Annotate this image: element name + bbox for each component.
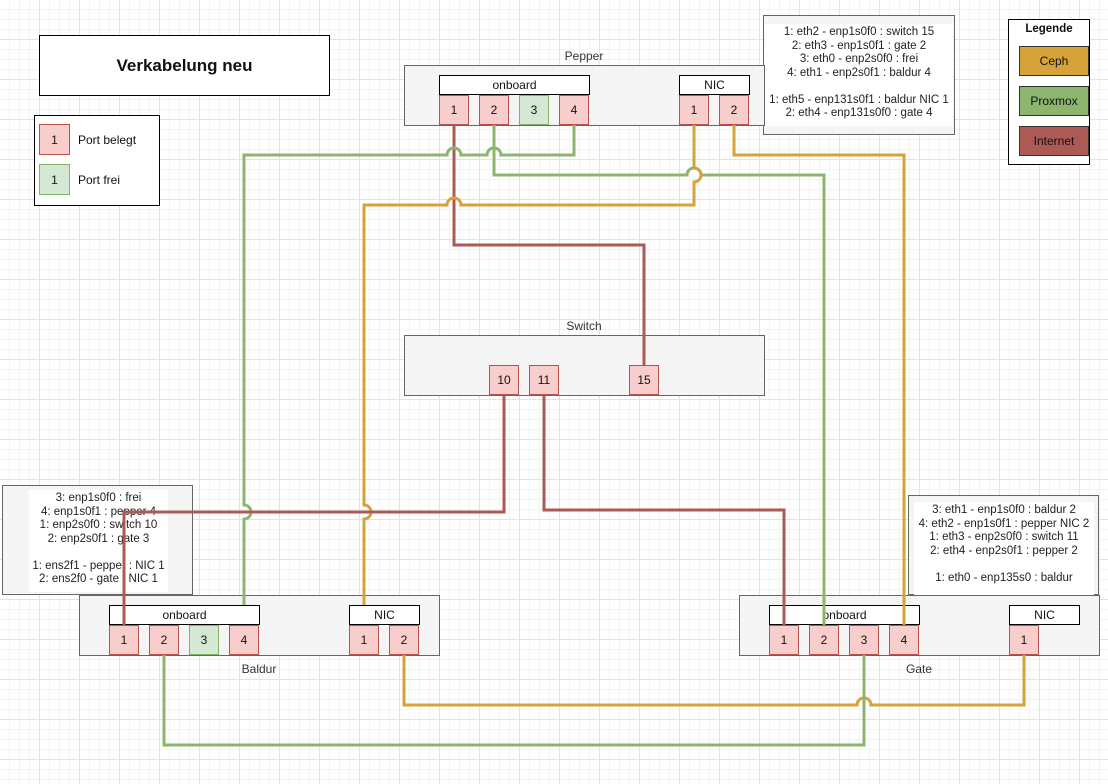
legend-proxmox: Proxmox	[1019, 86, 1089, 116]
gate-onboard-label: onboard	[769, 605, 920, 625]
baldur-onboard-port-2[interactable]: 2	[149, 625, 179, 655]
baldur-onboard-label: onboard	[109, 605, 260, 625]
baldur-name: Baldur	[241, 662, 277, 676]
network-switch	[404, 335, 765, 396]
pepper-onboard-port-1[interactable]: 1	[439, 95, 469, 125]
port-used-label: Port belegt	[78, 132, 137, 147]
pepper-nic-port-2[interactable]: 2	[719, 95, 749, 125]
baldur-nic-port-2[interactable]: 2	[389, 625, 419, 655]
pepper-nic-port-1[interactable]: 1	[679, 95, 709, 125]
gate-notes-text: 3: eth1 - enp1s0f0 : baldur 2 4: eth2 - …	[914, 502, 1094, 596]
pepper-onboard-port-2[interactable]: 2	[479, 95, 509, 125]
baldur-port-notes: 3: enp1s0f0 : frei 4: enp1s0f1 : pepper …	[2, 485, 193, 595]
port-used-swatch: 1	[39, 124, 70, 155]
pepper-onboard-label: onboard	[439, 75, 590, 95]
cable-switch11-gate1[interactable]	[542, 395, 786, 625]
cable-type-legend: Legende Ceph Proxmox Internet	[1008, 19, 1090, 165]
port-status-legend: 1 Port belegt 1 Port frei	[34, 115, 160, 206]
legend-ceph: Ceph	[1019, 46, 1089, 76]
switch-port-11[interactable]: 11	[529, 365, 559, 395]
port-free-swatch: 1	[39, 164, 70, 195]
pepper-port-notes: 1: eth2 - enp1s0f0 : switch 15 2: eth3 -…	[763, 15, 955, 135]
switch-port-15[interactable]: 15	[629, 365, 659, 395]
baldur-onboard-port-4[interactable]: 4	[229, 625, 259, 655]
gate-name: Gate	[905, 662, 932, 676]
baldur-nic-label: NIC	[349, 605, 420, 625]
gate-onboard-port-3[interactable]: 3	[849, 625, 879, 655]
pepper-onboard-port-4[interactable]: 4	[559, 95, 589, 125]
pepper-onboard-port-3[interactable]: 3	[519, 95, 549, 125]
baldur-notes-text: 3: enp1s0f0 : frei 4: enp1s0f1 : pepper …	[29, 490, 168, 592]
legend-internet: Internet	[1019, 126, 1089, 156]
switch-name: Switch	[566, 319, 602, 333]
legend-port-free: 1 Port frei	[39, 164, 120, 195]
gate-nic-label: NIC	[1009, 605, 1080, 625]
gate-onboard-port-2[interactable]: 2	[809, 625, 839, 655]
legend-title: Legende	[1025, 23, 1073, 35]
port-free-label: Port frei	[78, 172, 121, 187]
diagram-title: Verkabelung neu	[39, 35, 330, 96]
pepper-name: Pepper	[564, 49, 604, 63]
pepper-notes-text: 1: eth2 - enp1s0f0 : switch 15 2: eth3 -…	[765, 24, 953, 126]
gate-onboard-port-4[interactable]: 4	[889, 625, 919, 655]
baldur-onboard-port-3[interactable]: 3	[189, 625, 219, 655]
gate-onboard-port-1[interactable]: 1	[769, 625, 799, 655]
legend-port-used: 1 Port belegt	[39, 124, 136, 155]
gate-nic-port-1[interactable]: 1	[1009, 625, 1039, 655]
pepper-nic-label: NIC	[679, 75, 750, 95]
gate-port-notes: 3: eth1 - enp1s0f0 : baldur 2 4: eth2 - …	[908, 495, 1099, 596]
baldur-nic-port-1[interactable]: 1	[349, 625, 379, 655]
baldur-onboard-port-1[interactable]: 1	[109, 625, 139, 655]
switch-port-10[interactable]: 10	[489, 365, 519, 395]
